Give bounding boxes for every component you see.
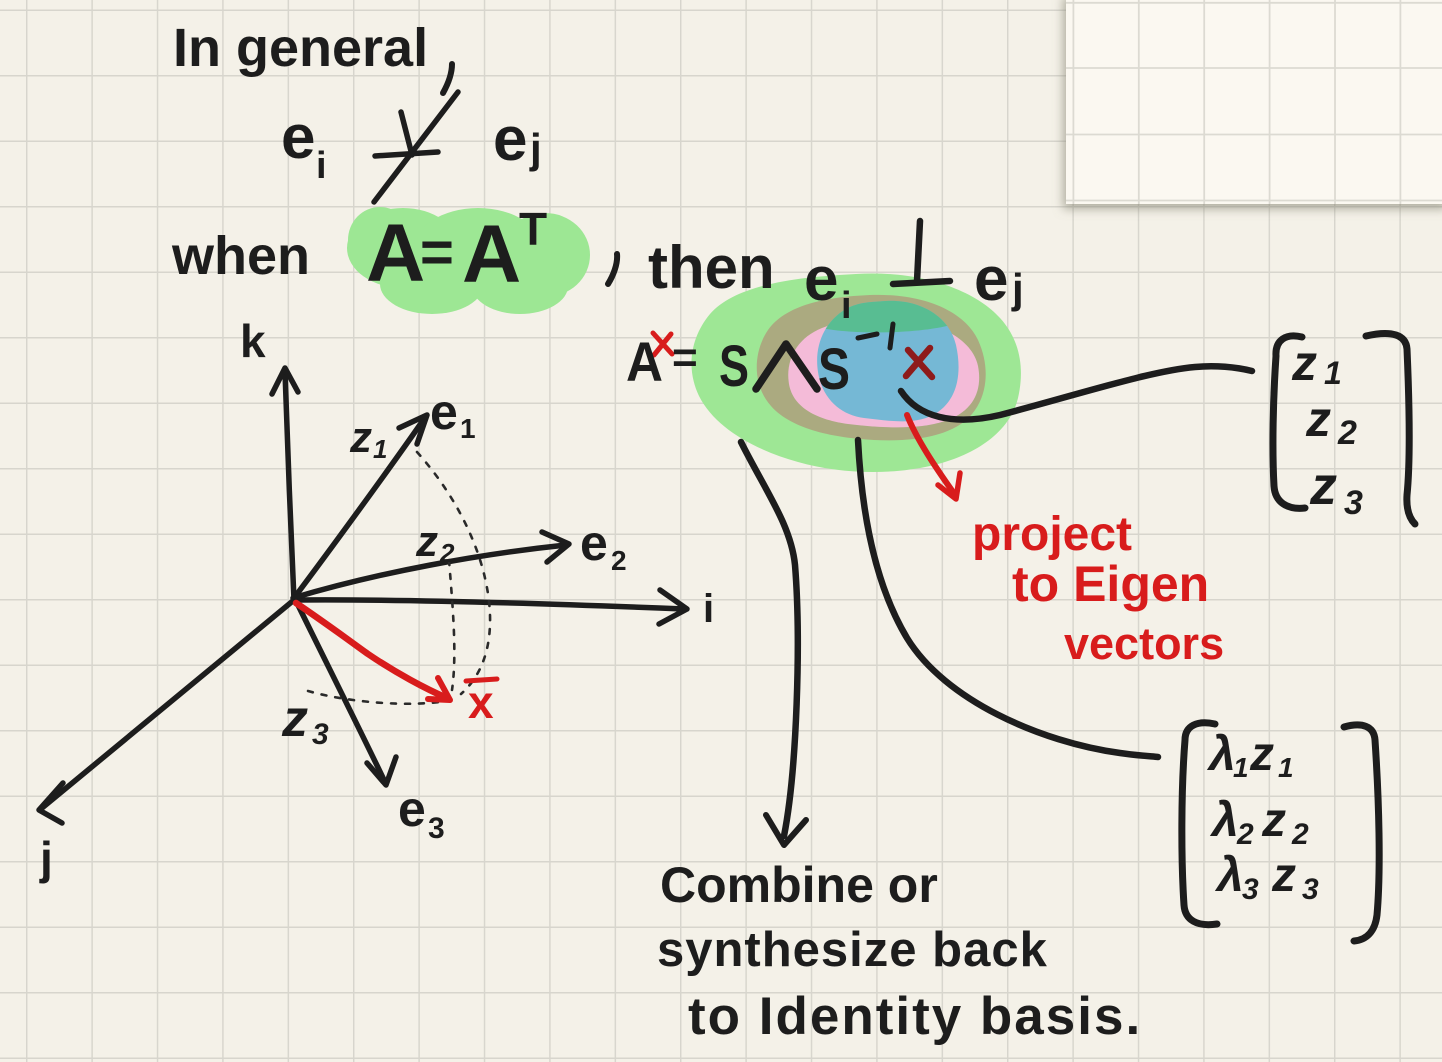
svg-text:z: z [1261,794,1286,847]
svg-text:z: z [1309,456,1337,516]
svg-text:e: e [430,384,458,440]
svg-text:Combine or: Combine or [660,857,938,913]
svg-text:e: e [493,105,527,174]
svg-text:to Identity basis.: to Identity basis. [688,987,1142,1046]
svg-text:=: = [672,333,698,382]
svg-text:z: z [1305,391,1331,447]
svg-text:2: 2 [611,545,627,576]
svg-text:z: z [1271,849,1296,902]
svg-text:S: S [818,337,850,402]
svg-text:z: z [1291,335,1317,391]
svg-text:then: then [648,234,775,301]
svg-text:A: A [462,209,521,300]
svg-text:synthesize back: synthesize back [657,923,1048,977]
svg-text:=: = [420,220,454,285]
svg-text:e: e [281,103,315,172]
svg-text:i: i [841,285,852,327]
svg-text:i: i [703,587,714,631]
svg-text:2: 2 [1236,818,1254,851]
svg-text:z: z [281,690,308,748]
svg-text:1: 1 [1233,752,1249,783]
svg-text:1: 1 [1324,355,1342,391]
svg-text:3: 3 [1344,484,1363,522]
svg-text:e: e [398,781,426,837]
svg-text:x: x [468,676,494,728]
svg-text:to Eigen: to Eigen [1012,556,1209,612]
svg-text:1: 1 [460,413,476,444]
svg-text:3: 3 [1242,873,1259,906]
svg-text:3: 3 [312,718,329,751]
svg-text:vectors: vectors [1064,618,1224,669]
svg-text:A: A [626,330,663,393]
svg-text:λ: λ [1209,794,1239,847]
svg-text:j: j [39,832,53,884]
svg-text:j: j [529,125,542,172]
svg-text:e: e [974,245,1008,314]
svg-text:A: A [366,208,425,299]
svg-text:z: z [415,517,438,566]
svg-text:2: 2 [1337,414,1357,452]
svg-text:i: i [316,145,327,187]
svg-text:j: j [1011,265,1024,312]
svg-text:3: 3 [428,812,445,845]
svg-text:when: when [171,226,310,286]
svg-text:z: z [1249,728,1274,781]
svg-text:3: 3 [1302,873,1319,906]
svg-text:S: S [719,334,749,399]
svg-text:λ: λ [1214,849,1244,902]
svg-text:λ: λ [1206,728,1236,781]
svg-text:z: z [349,413,372,462]
svg-text:2: 2 [439,538,455,568]
svg-text:e: e [580,515,608,571]
svg-text:k: k [240,315,266,367]
svg-text:2: 2 [1291,818,1309,851]
svg-text:project: project [972,508,1132,561]
svg-text:In general: In general [173,18,428,78]
svg-text:T: T [519,203,547,255]
svg-text:1: 1 [373,434,387,464]
svg-text:1: 1 [1278,752,1294,783]
svg-text:e: e [804,245,838,314]
